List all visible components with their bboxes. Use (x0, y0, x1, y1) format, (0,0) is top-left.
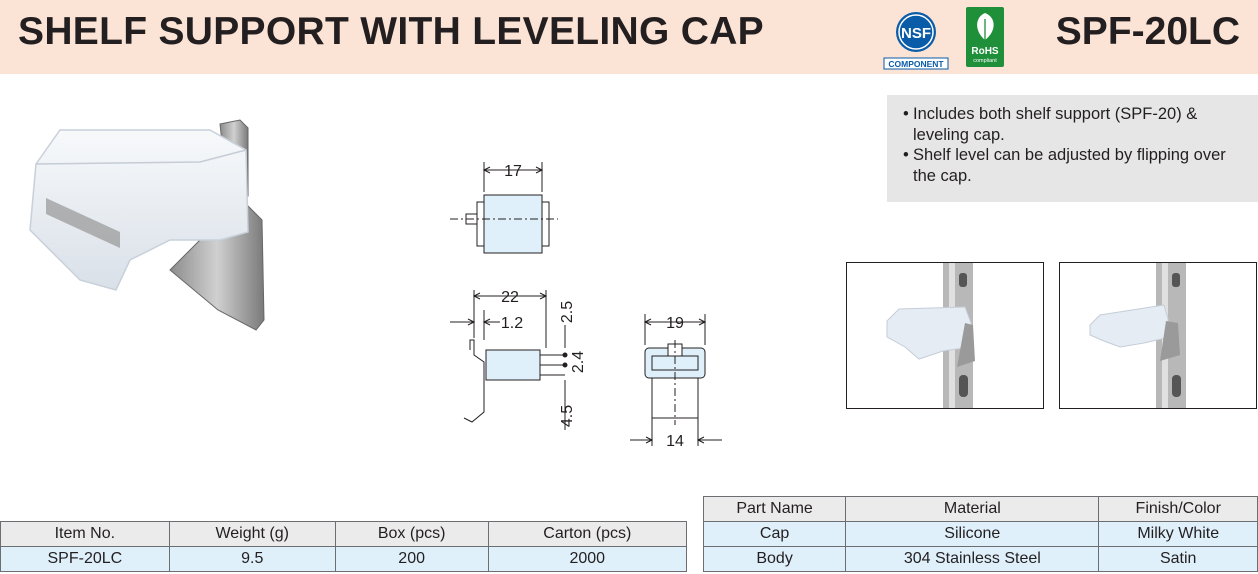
dim-side-top: 2.5 (559, 301, 576, 323)
rohs-caption: compliant (973, 58, 997, 64)
table-header-cell: Box (pcs) (334, 521, 489, 547)
table-header-cell: Carton (pcs) (487, 521, 688, 547)
rohs-mark: RoHS (971, 46, 999, 57)
table-row: Cap Silicone Milky White (702, 521, 1258, 547)
nsf-mark: NSF (901, 25, 931, 42)
dim-end-top: 19 (666, 315, 684, 332)
feature-item: Shelf level can be adjusted by flipping … (903, 145, 1248, 186)
table-header-row: Part Name Material Finish/Color (702, 496, 1258, 522)
dim-side-middle: 2.4 (570, 351, 587, 373)
table-row: SPF-20LC 9.5 200 2000 (0, 546, 688, 572)
table-cell: SPF-20LC (0, 546, 170, 572)
table-header-cell: Part Name (702, 496, 847, 522)
installed-photo-left (846, 262, 1044, 409)
table-cell: Satin (1098, 546, 1258, 572)
table-row: Body 304 Stainless Steel Satin (702, 546, 1258, 572)
dim-top-width: 17 (504, 163, 522, 180)
dimension-drawings: 17 22 1.2 2.5 2.4 4.5 19 14 (450, 162, 722, 450)
table-header-row: Item No. Weight (g) Box (pcs) Carton (pc… (0, 521, 688, 547)
table-header-cell: Finish/Color (1098, 496, 1258, 522)
spec-table: Item No. Weight (g) Box (pcs) Carton (pc… (0, 521, 688, 572)
table-header-cell: Material (845, 496, 1100, 522)
table-cell: Silicone (845, 521, 1100, 547)
page-title: SHELF SUPPORT WITH LEVELING CAP (18, 10, 764, 53)
header-band: SHELF SUPPORT WITH LEVELING CAP NSF COMP… (0, 0, 1258, 74)
table-cell: 304 Stainless Steel (845, 546, 1100, 572)
product-photo (29, 119, 265, 331)
table-cell: 9.5 (168, 546, 336, 572)
nsf-caption: COMPONENT (888, 59, 944, 69)
table-cell: 2000 (487, 546, 688, 572)
material-table: Part Name Material Finish/Color Cap Sili… (702, 496, 1258, 572)
dim-side-length: 22 (501, 289, 519, 306)
model-number: SPF-20LC (1055, 10, 1240, 53)
feature-notes: Includes both shelf support (SPF-20) & l… (887, 95, 1258, 202)
table-header-cell: Weight (g) (168, 521, 336, 547)
nsf-circle-icon (896, 12, 936, 52)
table-cell: Milky White (1098, 521, 1258, 547)
rohs-compliant-logo: RoHS compliant (966, 7, 1004, 67)
dim-side-offset: 1.2 (501, 315, 523, 332)
nsf-component-logo: NSF COMPONENT (883, 12, 949, 70)
table-cell: Cap (702, 521, 847, 547)
table-header-cell: Item No. (0, 521, 170, 547)
installed-photo-right (1059, 262, 1257, 409)
dim-side-bottom: 4.5 (559, 405, 576, 427)
table-cell: 200 (334, 546, 489, 572)
table-cell: Body (702, 546, 847, 572)
feature-item: Includes both shelf support (SPF-20) & l… (903, 104, 1248, 145)
dim-end-bottom: 14 (666, 433, 684, 450)
